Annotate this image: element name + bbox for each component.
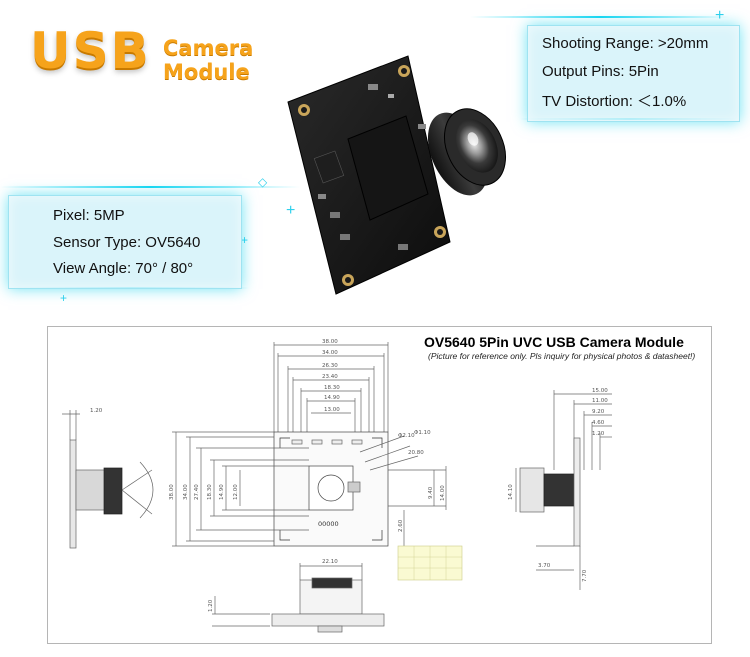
dim-label: 9.40 [428,486,434,499]
spec-tv-distortion: TV Distortion: ＜1.0% [542,93,687,110]
spec-output-pins: Output Pins: 5Pin [542,63,659,80]
dim-label: 26.30 [322,363,338,369]
dim-label: 4.60 [592,420,605,426]
dim-label: 34.00 [183,484,189,500]
dim-label: 34.00 [322,350,338,356]
dim-label: Φ2.10 [398,433,415,439]
spec-sensor-type: Sensor Type: OV5640 [53,234,201,251]
dim-label: 1.20 [90,408,103,414]
dim-label: Φ1.10 [414,430,431,436]
dim-label: 3.70 [538,563,551,569]
glow-line [0,186,300,188]
sparkle-icon: + [60,291,68,305]
dim-label: 27.40 [194,484,200,500]
camera-module-image [287,55,506,295]
drawing-title: OV5640 5Pin UVC USB Camera Module [424,334,684,350]
dim-label: 22.10 [322,559,338,565]
usb-title: USB [30,22,151,80]
sparkle-icon: + [241,233,249,247]
dim-label: 38.00 [322,339,338,345]
connector-pins: 00000 [318,520,339,528]
dim-label: 1.20 [592,431,605,437]
dim-label: 7.70 [582,569,588,582]
drawing-subtitle: (Picture for reference only. Pls inquiry… [428,351,696,361]
dim-label: 14.90 [324,395,340,401]
dim-label: 1.20 [208,599,214,612]
spec-shooting-range: Shooting Range: >20mm [542,35,709,52]
dim-label: 2.60 [398,519,404,532]
dim-label: 18.30 [207,484,213,500]
dim-label: 15.00 [592,388,608,394]
glow-line [470,16,730,18]
dim-label: 18.30 [324,385,340,391]
dim-label: 13.00 [324,407,340,413]
sparkle-icon: ◇ [258,175,268,189]
dim-label: 14.00 [440,485,446,501]
dim-label: 14.10 [508,484,514,500]
specs-box-right: Shooting Range: >20mm Output Pins: 5Pin … [527,25,740,122]
module-subtitle: Module [163,60,250,84]
specs-box-left: Pixel: 5MP Sensor Type: OV5640 View Angl… [8,195,242,289]
dim-label: 20.80 [408,450,424,456]
sparkle-icon: + [715,7,725,24]
spec-pixel: Pixel: 5MP [53,207,125,224]
dim-label: 11.00 [592,398,608,404]
dim-label: 14.90 [219,484,225,500]
dim-label: 12.00 [233,484,239,500]
sparkle-icon: + [286,202,296,219]
dim-label: 38.00 [169,484,175,500]
camera-subtitle: Camera [163,36,254,60]
spec-view-angle: View Angle: 70° / 80° [53,260,194,277]
dim-label: 9.20 [592,409,605,415]
dim-label: 23.40 [322,374,338,380]
